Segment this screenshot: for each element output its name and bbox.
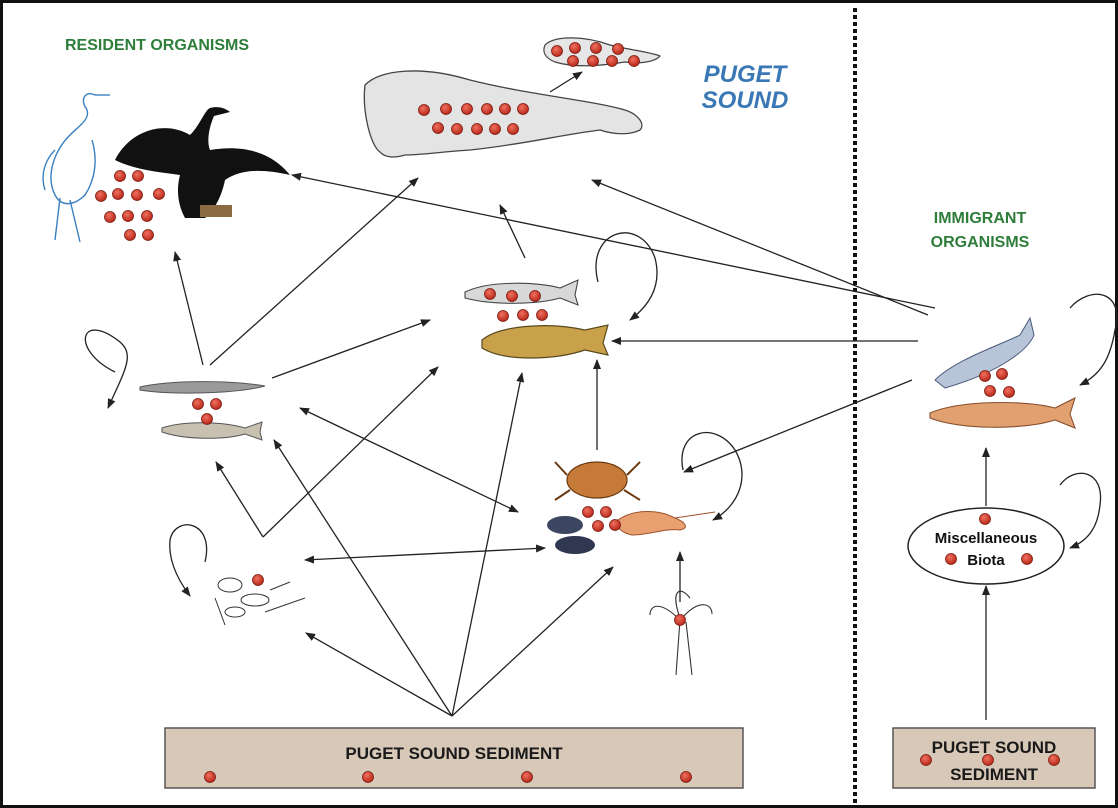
heron-icon <box>42 93 110 243</box>
contaminant-dot <box>141 210 153 222</box>
contaminant-dot <box>551 45 563 57</box>
immigrant-label-line2: ORGANISMS <box>930 234 1030 251</box>
contaminant-dot <box>507 123 519 135</box>
contaminant-dot <box>506 290 518 302</box>
mussels-icon <box>547 516 595 554</box>
contaminant-dot <box>252 574 264 586</box>
contaminant-dot <box>153 188 165 200</box>
contaminant-dot <box>628 55 640 67</box>
contaminant-dot <box>920 754 932 766</box>
sediment-small-line1: PUGET SOUND <box>931 738 1057 757</box>
contaminant-dot <box>451 123 463 135</box>
miscellaneous-biota-oval <box>907 507 1065 585</box>
contaminant-dot <box>600 506 612 518</box>
contaminant-dot <box>529 290 541 302</box>
contaminant-dot <box>945 553 957 565</box>
contaminant-dot <box>484 288 496 300</box>
zooplankton-icon <box>214 577 306 626</box>
contaminant-dot <box>201 413 213 425</box>
contaminant-dot <box>592 520 604 532</box>
contaminant-dot <box>114 170 126 182</box>
contaminant-dot <box>489 123 501 135</box>
puget-label-line2: SOUND <box>701 87 789 114</box>
contaminant-dot <box>104 211 116 223</box>
contaminant-dot <box>142 229 154 241</box>
contaminant-dot <box>521 771 533 783</box>
sediment-small-line2: SEDIMENT <box>950 765 1038 784</box>
contaminant-dot <box>124 229 136 241</box>
sediment-box <box>164 727 744 789</box>
misc-label-line1: Miscellaneous <box>934 530 1038 547</box>
sediment-label: PUGET SOUND SEDIMENT <box>345 744 563 763</box>
contaminant-dot <box>131 189 143 201</box>
contaminant-dot <box>1003 386 1015 398</box>
crab-icon <box>554 461 641 501</box>
contaminant-dot <box>984 385 996 397</box>
contaminant-dot <box>481 103 493 115</box>
contaminant-dot <box>567 55 579 67</box>
contaminant-dot <box>204 771 216 783</box>
salmon-icon <box>929 396 1076 429</box>
contaminant-dot <box>418 104 430 116</box>
contaminant-dot <box>192 398 204 410</box>
sediment-small-label: PUGET SOUND SEDIMENT <box>893 734 1095 788</box>
contaminant-dot <box>982 754 994 766</box>
contaminant-dot <box>979 370 991 382</box>
contaminant-dot <box>132 170 144 182</box>
resident-organisms-label: RESIDENT ORGANISMS <box>65 37 250 54</box>
contaminant-dot <box>112 188 124 200</box>
contaminant-dot <box>979 513 991 525</box>
contaminant-dot <box>1021 553 1033 565</box>
cormorant-icon <box>115 107 290 218</box>
self-loop-arrows <box>84 232 1118 597</box>
contaminant-dot <box>471 123 483 135</box>
contaminant-dot <box>362 771 374 783</box>
puget-sound-label: PUGET SOUND <box>700 62 790 114</box>
contaminant-dot <box>996 368 1008 380</box>
misc-label-line2: Biota <box>967 552 1005 569</box>
contaminant-dot <box>95 190 107 202</box>
contaminant-dot <box>569 42 581 54</box>
contaminant-dot <box>1048 754 1060 766</box>
miscellaneous-biota-label: Miscellaneous Biota <box>908 528 1064 572</box>
puget-label-line1: PUGET <box>703 61 787 88</box>
smelt-icon <box>161 421 263 441</box>
contaminant-dot <box>122 210 134 222</box>
contaminant-dot <box>517 103 529 115</box>
contaminant-dot <box>461 103 473 115</box>
contaminant-dot <box>536 309 548 321</box>
shrimp-icon <box>616 511 716 536</box>
contaminant-dot <box>606 55 618 67</box>
contaminant-dot <box>432 122 444 134</box>
rockfish-icon <box>481 324 609 359</box>
contaminant-dot <box>440 103 452 115</box>
contaminant-dot <box>587 55 599 67</box>
immigrant-organisms-label: IMMIGRANT ORGANISMS <box>920 207 1040 255</box>
contaminant-dot <box>499 103 511 115</box>
kelp-icon <box>649 590 713 676</box>
contaminant-dot <box>497 310 509 322</box>
immigrant-label-line1: IMMIGRANT <box>933 210 1027 227</box>
contaminant-dot <box>582 506 594 518</box>
perch-icon <box>464 279 579 306</box>
contaminant-dot <box>517 309 529 321</box>
contaminant-dot <box>590 42 602 54</box>
contaminant-dots <box>95 42 1060 783</box>
sand-lance-icon <box>139 381 266 394</box>
contaminant-dot <box>612 43 624 55</box>
contaminant-dot <box>674 614 686 626</box>
contaminant-dot <box>210 398 222 410</box>
contaminant-dot <box>609 519 621 531</box>
arrows <box>173 71 990 720</box>
contaminant-dot <box>680 771 692 783</box>
